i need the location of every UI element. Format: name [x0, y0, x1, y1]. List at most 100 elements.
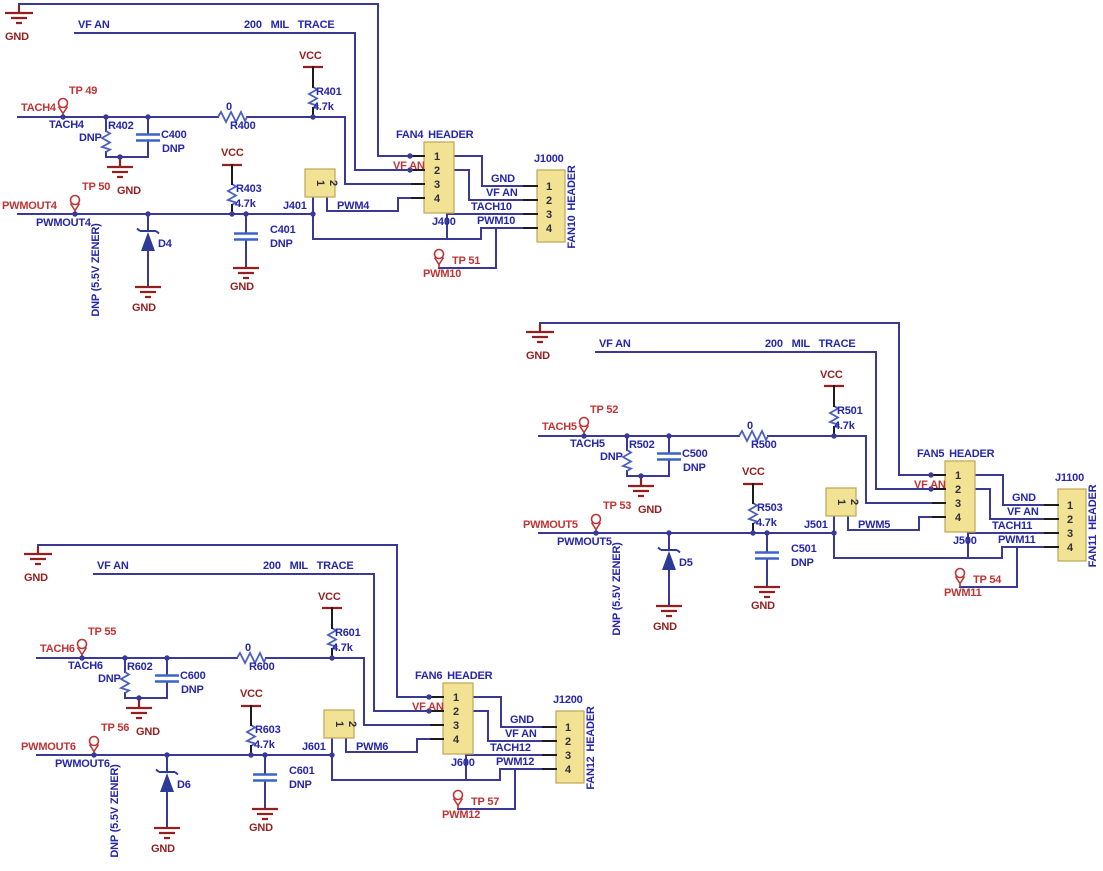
- trace-note: 200 MIL TRACE: [244, 19, 335, 31]
- gnd-label-cap: GND: [230, 281, 254, 293]
- resistor-filter-value: DNP: [98, 673, 121, 685]
- gnd-symbol-top: [526, 325, 554, 344]
- testpoint-out-icon: [954, 567, 966, 579]
- net-label-pwm-out: PWM10: [423, 268, 462, 280]
- jumper-ref: J501: [804, 519, 828, 531]
- jumper-pin2: 2: [327, 180, 339, 186]
- out-pin-label-gnd: GND: [1012, 492, 1036, 504]
- resistor-series-zigzag: [217, 109, 248, 125]
- capacitor-pwm-value: DNP: [270, 238, 293, 250]
- out-header-pin3: 3: [1067, 528, 1073, 540]
- fan-header-pin1: 1: [955, 470, 961, 482]
- junction-dot: [262, 752, 268, 758]
- out-header-ref: J1200: [553, 694, 583, 706]
- vcc-label-tach: VCC: [299, 50, 322, 62]
- resistor-pullup-tach-ref: R501: [837, 405, 863, 417]
- out-header-name: FAN12 HEADER: [585, 706, 597, 790]
- junction-dot: [666, 433, 672, 439]
- resistor-pullup-pwm-value: 4.7k: [756, 517, 777, 529]
- net-label-pwmout: PWMOUT6: [55, 758, 110, 770]
- jumper-ref: J401: [283, 200, 307, 212]
- resistor-pullup-tach-value: 4.7k: [313, 101, 334, 113]
- net-label-tach: TACH4: [49, 119, 84, 131]
- resistor-series-value: 0: [245, 642, 251, 654]
- fan-header-ref: J500: [953, 535, 977, 547]
- fan-header-pin4: 4: [955, 512, 962, 524]
- junction-dot: [666, 530, 672, 536]
- zener-cathode-bar: [155, 768, 179, 776]
- junction-dot: [79, 655, 85, 661]
- fan-header-title: FAN6 HEADER: [415, 670, 493, 682]
- resistor-pullup-pwm-ref: R403: [236, 183, 262, 195]
- zener-cathode-bar: [136, 227, 160, 235]
- out-header-pin3: 3: [565, 750, 571, 762]
- jumper-pin1: 1: [333, 721, 345, 727]
- out-header-pin1: 1: [1067, 500, 1073, 512]
- net-label-pwm-out: PWM11: [944, 587, 982, 599]
- junction-dot: [831, 530, 837, 536]
- pin-stubs: [231, 66, 538, 229]
- testpoint-out-label: TP 51: [452, 255, 481, 267]
- net-label-pwm: PWM5: [858, 519, 891, 531]
- junction-dot: [310, 211, 316, 217]
- schematic-wires-art: 1 2 3 4 1 2 3 4 1 2: [526, 322, 1087, 618]
- jumper-pin1: 1: [314, 180, 326, 186]
- testpoint-tach-icon: [578, 416, 590, 428]
- resistor-pullup-tach-zigzag: [325, 627, 339, 650]
- gnd-symbol-zener: [656, 604, 682, 618]
- vfan-trace-wire: [595, 351, 946, 490]
- capacitor-filter-ref: C500: [682, 448, 708, 460]
- zener-cathode-bar: [657, 546, 681, 554]
- resistor-pullup-pwm-zigzag: [225, 183, 239, 206]
- trace-note: 200 MIL TRACE: [765, 338, 856, 350]
- capacitor-filter: [155, 674, 179, 683]
- fan-channel-block: 1 2 3 4 1 2 3 4 1 2 VF AN 200 MIL TR: [19, 541, 619, 871]
- out-pin-label-pwm: PWM12: [496, 756, 535, 768]
- net-label-vfan-pin: VF AN: [393, 160, 425, 172]
- schematic-wires-art: 1 2 3 4 1 2 3 4 1 2: [5, 3, 566, 299]
- testpoint-out-icon: [452, 789, 464, 801]
- junction-dot: [593, 530, 599, 536]
- gnd-symbol-zener: [154, 826, 180, 840]
- testpoint-pwm-icon: [69, 194, 81, 206]
- junction-dot: [145, 114, 151, 120]
- jumper-pin2: 2: [848, 499, 860, 505]
- tach-net-wire: [17, 116, 425, 185]
- fan-header-ref: J400: [432, 216, 456, 228]
- gnd-label-filter: GND: [638, 504, 662, 516]
- resistor-pullup-tach-zigzag: [306, 86, 320, 109]
- capacitor-pwm-ref: C501: [791, 543, 817, 555]
- testpoint-tach-icon: [57, 97, 69, 109]
- pwm-net-wire: [17, 196, 525, 269]
- resistor-series-value: 0: [747, 420, 753, 432]
- net-label-pwm-out: PWM12: [442, 809, 481, 821]
- header-link-wires: [446, 155, 525, 240]
- resistor-filter-zigzag: [620, 449, 634, 472]
- capacitor-pwm: [755, 551, 779, 560]
- zener-note: DNP (5.5V ZENER): [109, 764, 121, 858]
- pin-stubs: [752, 385, 1059, 548]
- out-header-name: FAN10 HEADER: [566, 165, 578, 249]
- fan-header-ref: J600: [451, 757, 475, 769]
- junction-dot: [638, 473, 644, 479]
- vfan-trace-wire: [93, 573, 444, 712]
- fan-header-pin1: 1: [453, 692, 459, 704]
- capacitor-filter: [657, 452, 681, 461]
- resistor-filter-zigzag: [99, 130, 113, 153]
- net-label-pwm: PWM6: [356, 741, 389, 753]
- out-pin-label-tach: TACH12: [490, 742, 531, 754]
- junction-dot: [831, 433, 837, 439]
- testpoint-out-label: TP 57: [471, 796, 500, 808]
- testpoint-pwm-icon: [590, 513, 602, 525]
- out-header-pin1: 1: [565, 722, 571, 734]
- out-header-pin2: 2: [565, 736, 571, 748]
- out-pin-label-tach: TACH10: [471, 201, 512, 213]
- fan-header-pin2: 2: [955, 484, 961, 496]
- junction-dot: [122, 655, 128, 661]
- jumper-body: [304, 168, 336, 198]
- capacitor-pwm-ref: C601: [289, 765, 315, 777]
- fan-header-body: [944, 460, 976, 533]
- capacitor-filter: [136, 133, 160, 142]
- net-label-pwmout: PWMOUT4: [36, 217, 91, 229]
